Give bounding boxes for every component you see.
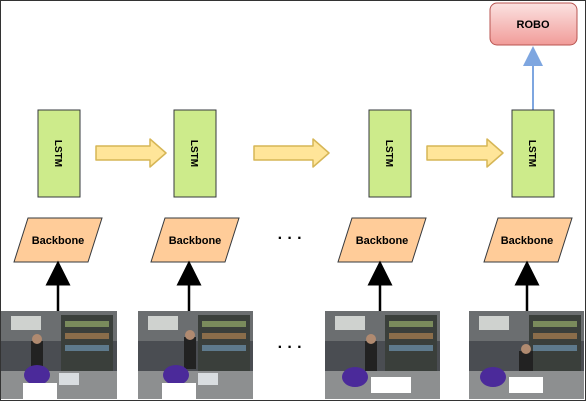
- ellipsis-frames: · · ·: [278, 339, 303, 356]
- lstm-node-4: LSTM: [511, 109, 555, 198]
- backbone-label: Backbone: [501, 235, 554, 247]
- video-frame-2: [138, 311, 253, 399]
- lstm-node-2: LSTM: [173, 109, 217, 198]
- lstm-label: LSTM: [52, 140, 63, 167]
- robo-node: ROBO: [489, 2, 578, 46]
- video-frame-3: [325, 311, 440, 399]
- backbone-node-3: Backbone: [337, 217, 427, 263]
- lstm-label: LSTM: [526, 140, 537, 167]
- backbone-label: Backbone: [169, 235, 222, 247]
- backbone-node-2: Backbone: [150, 217, 240, 263]
- video-frame-4: [469, 311, 584, 399]
- recurrent-arrow-2: [253, 138, 330, 168]
- lstm-label: LSTM: [188, 140, 199, 167]
- backbone-label: Backbone: [32, 235, 85, 247]
- backbone-node-4: Backbone: [483, 217, 573, 263]
- robo-label: ROBO: [517, 19, 550, 31]
- lstm-node-3: LSTM: [368, 109, 412, 198]
- ellipsis-backbone: · · ·: [278, 230, 303, 247]
- lstm-label: LSTM: [383, 140, 394, 167]
- video-frame-1: [1, 311, 117, 399]
- recurrent-arrow-1: [95, 138, 167, 168]
- backbone-node-1: Backbone: [13, 217, 103, 263]
- recurrent-arrow-3: [426, 138, 504, 168]
- lstm-node-1: LSTM: [37, 109, 81, 198]
- backbone-label: Backbone: [356, 235, 409, 247]
